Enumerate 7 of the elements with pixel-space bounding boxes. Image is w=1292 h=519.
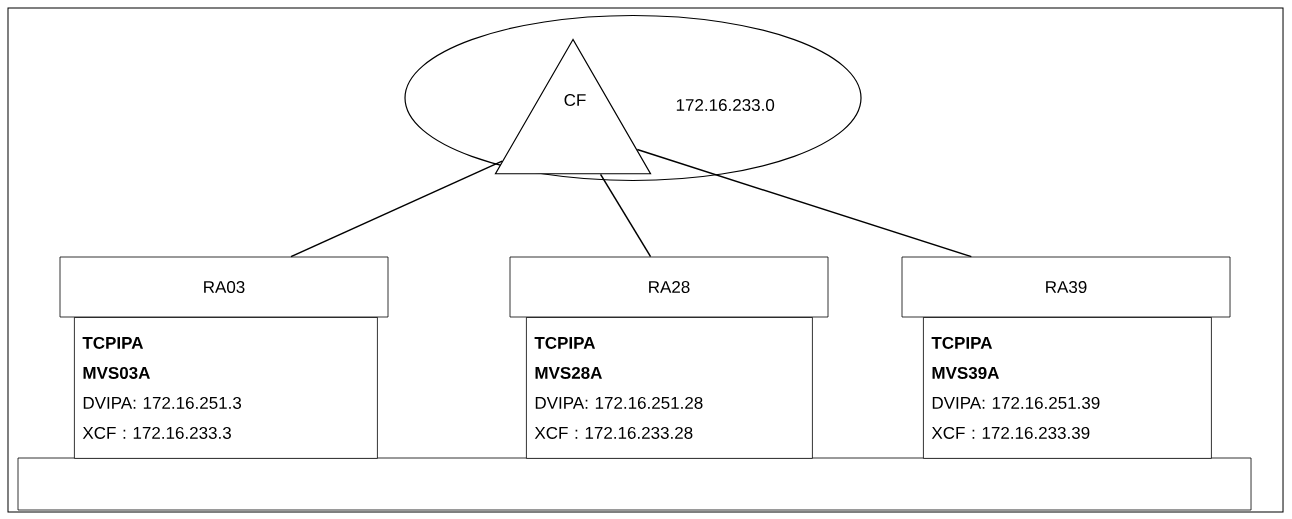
base-bar (17, 457, 1252, 511)
host-box: RA39 (901, 256, 1231, 318)
coupling-triangle: CF (494, 38, 652, 175)
connector-line (599, 173, 652, 258)
host-box: RA28 (509, 256, 829, 318)
host-box: RA03 (59, 256, 389, 318)
connector-line (636, 148, 973, 258)
